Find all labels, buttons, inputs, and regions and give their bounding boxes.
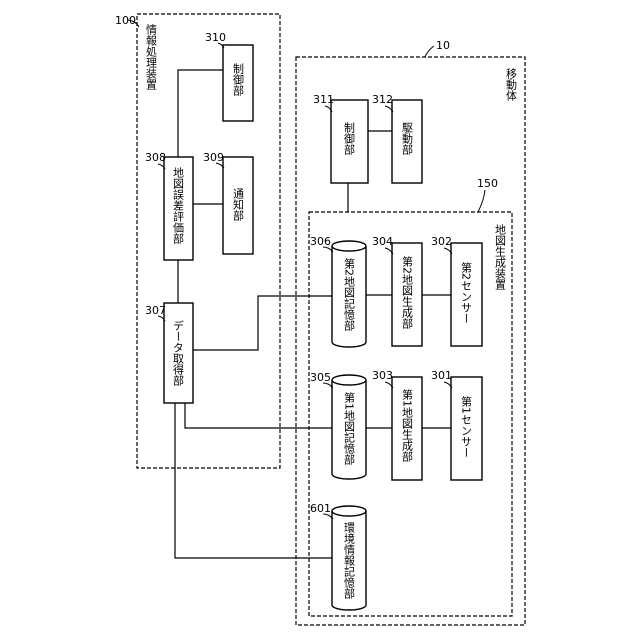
block-306-second-map-storage: 306 第2地図記憶部 <box>310 235 366 347</box>
moving-body-name: 移動体 <box>505 68 518 101</box>
block-308-name: 地図誤差評価部 <box>172 167 185 244</box>
block-303-ref: 303 <box>372 369 393 382</box>
block-301-name: 第1センサー <box>460 395 473 458</box>
block-306-ref: 306 <box>310 235 331 248</box>
block-309-notification-unit: 309 通知部 <box>203 151 253 254</box>
block-311-control-unit: 311 制御部 <box>313 93 368 183</box>
info-processing-device-boundary <box>137 14 280 468</box>
map-generation-device-name: 地図生成装置 <box>494 224 507 290</box>
block-308-map-error-evaluation: 308 地図誤差評価部 <box>145 151 193 260</box>
block-308-ref: 308 <box>145 151 166 164</box>
block-301-ref: 301 <box>431 369 452 382</box>
block-601-ref: 601 <box>310 502 331 515</box>
block-312-name: 駆動部 <box>401 122 414 155</box>
block-301-first-sensor: 301 第1センサー <box>431 369 482 480</box>
block-312-ref: 312 <box>372 93 393 106</box>
block-303-first-map-generation: 303 第1地図生成部 <box>372 369 422 480</box>
ref-leader-10 <box>425 46 434 57</box>
block-310-ref: 310 <box>205 31 226 44</box>
block-307-name: データ取得部 <box>172 319 185 386</box>
block-311-name: 制御部 <box>343 122 356 155</box>
block-310-control-unit: 310 制御部 <box>205 31 253 121</box>
block-306-name: 第2地図記憶部 <box>343 257 356 331</box>
map-generation-device-ref: 150 <box>477 177 498 190</box>
block-307-data-acquisition: 307 データ取得部 <box>145 303 193 403</box>
block-304-name: 第2地図生成部 <box>401 255 414 329</box>
block-304-second-map-generation: 304 第2地図生成部 <box>372 235 422 346</box>
block-302-name: 第2センサー <box>460 261 473 324</box>
block-601-name: 環境情報記憶部 <box>343 522 356 599</box>
info-processing-device-name: 情報処理装置 <box>145 24 158 90</box>
block-305-ref: 305 <box>310 371 331 384</box>
block-310-name: 制御部 <box>232 63 245 96</box>
ref-leader-150 <box>478 190 485 212</box>
block-302-second-sensor: 302 第2センサー <box>431 235 482 346</box>
block-302-ref: 302 <box>431 235 452 248</box>
block-601-environment-info-storage: 601 環境情報記憶部 <box>310 502 366 610</box>
block-309-ref: 309 <box>203 151 224 164</box>
block-312-drive-unit: 312 駆動部 <box>372 93 422 183</box>
block-307-ref: 307 <box>145 304 166 317</box>
block-305-name: 第1地図記憶部 <box>343 391 356 465</box>
block-304-ref: 304 <box>372 235 393 248</box>
block-305-first-map-storage: 305 第1地図記憶部 <box>310 371 366 479</box>
info-processing-device-ref: 100 <box>115 14 136 27</box>
block-311-ref: 311 <box>313 93 334 106</box>
moving-body-ref: 10 <box>436 39 450 52</box>
block-303-name: 第1地図生成部 <box>401 388 414 462</box>
block-309-name: 通知部 <box>232 188 245 221</box>
